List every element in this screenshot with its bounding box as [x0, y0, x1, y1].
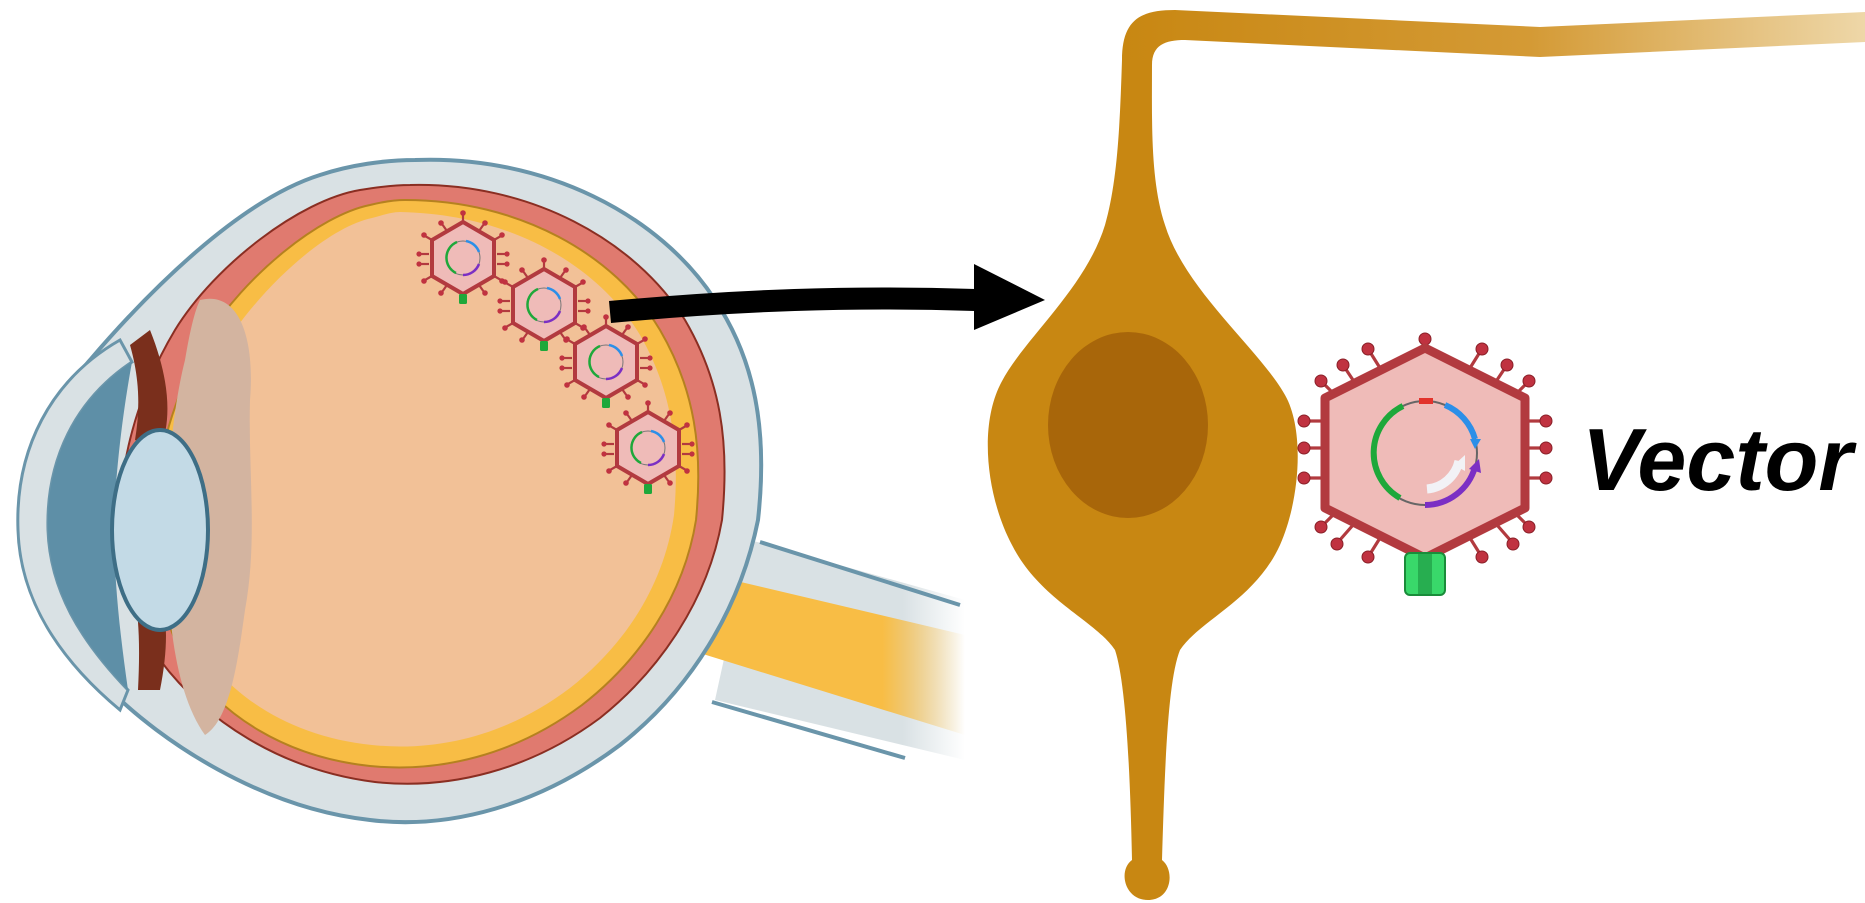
vector-capsid — [1325, 348, 1525, 558]
neuron-nucleus — [1048, 332, 1208, 518]
lens — [112, 430, 208, 630]
eye-cross-section-icon — [18, 160, 965, 822]
neuron-axon — [1122, 10, 1865, 65]
aav-vector-icon — [1298, 333, 1552, 595]
vector-label: Vector — [1582, 410, 1857, 509]
